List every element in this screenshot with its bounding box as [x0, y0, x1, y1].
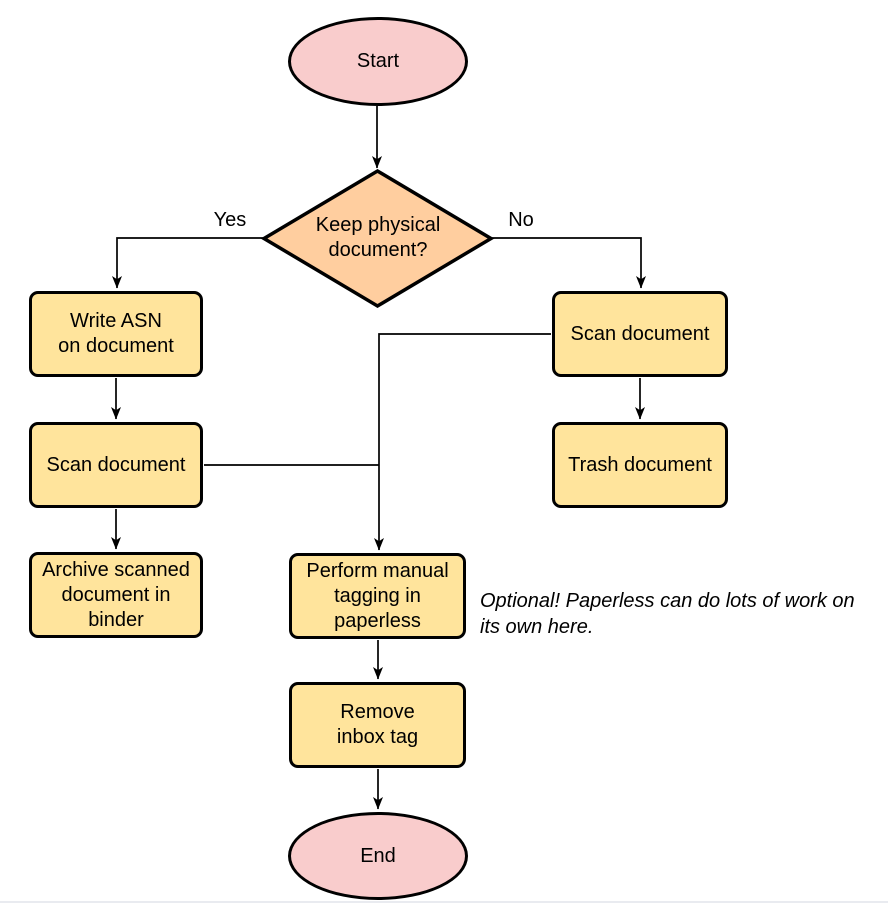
- edge-decision-no-to-scan-right: [492, 237, 646, 289]
- node-scan-document-right: Scan document: [552, 291, 728, 377]
- node-start: Start: [288, 17, 468, 106]
- node-trash-document-label: Trash document: [568, 453, 712, 476]
- bottom-divider: [0, 901, 888, 903]
- node-scan-document-left-label: Scan document: [46, 453, 186, 476]
- node-archive-binder: Archive scanned document in binder: [29, 552, 203, 638]
- node-remove-inbox-tag: Remove inbox tag: [289, 682, 466, 768]
- edge-label-no: No: [508, 209, 534, 231]
- edge-decision-yes-to-write-asn: [112, 237, 263, 289]
- node-scan-document-right-label: Scan document: [570, 322, 710, 345]
- node-write-asn: Write ASN on document: [29, 291, 203, 377]
- decision-diamond-shape: [260, 168, 495, 309]
- node-start-label: Start: [356, 50, 400, 72]
- node-remove-inbox-tag-label: Remove inbox tag: [336, 701, 419, 748]
- node-end: End: [288, 812, 468, 900]
- node-manual-tagging-label: Perform manual tagging in paperless: [306, 559, 449, 632]
- node-write-asn-label: Write ASN on document: [58, 310, 174, 357]
- edge-label-yes: Yes: [213, 209, 247, 231]
- edge-scan-right-to-tagging: [374, 333, 551, 551]
- node-manual-tagging: Perform manual tagging in paperless: [289, 553, 466, 639]
- node-end-label: End: [360, 844, 396, 867]
- node-scan-document-left: Scan document: [29, 422, 203, 508]
- node-archive-binder-label: Archive scanned document in binder: [42, 558, 190, 631]
- optional-annotation: Optional! Paperless can do lots of work …: [480, 590, 855, 638]
- node-trash-document: Trash document: [552, 422, 728, 508]
